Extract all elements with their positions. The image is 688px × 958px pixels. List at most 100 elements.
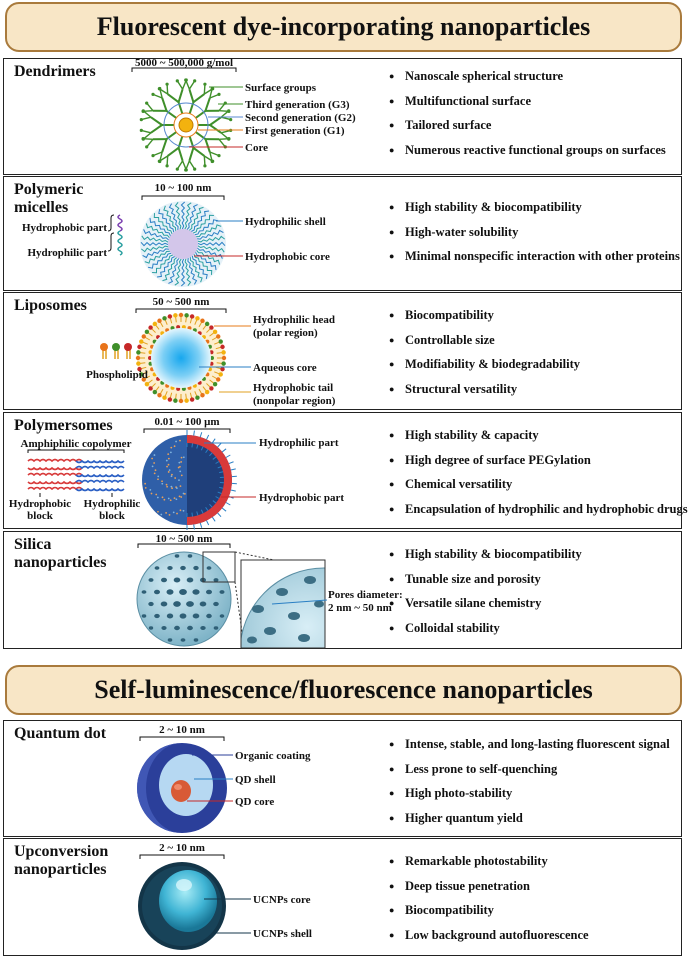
lipid-heads	[135, 312, 227, 404]
bullet: Higher quantum yield	[389, 806, 670, 831]
label-g2: Second generation (G2)	[245, 112, 356, 124]
silica-diagram: 10 ~ 500 nm Pores diameter: 2 nm ~ 50 nm	[136, 533, 403, 649]
bullet: Structural versatility	[389, 377, 580, 402]
title-line: nanoparticles	[14, 554, 107, 571]
bullet-list: High stability & biocompatibility Tunabl…	[389, 542, 582, 641]
panel-liposomes: Liposomes 50 ~ 500 nm Phospholipid	[3, 292, 682, 410]
panel-upconversion-nanoparticles: Upconversion nanoparticles 2 ~ 10 nm UCN…	[3, 838, 682, 956]
bullet: Biocompatibility	[389, 303, 580, 328]
label-copolymer: Amphiphilic copolymer	[21, 438, 132, 450]
title-line: Silica	[14, 536, 52, 553]
bullet: Colloidal stability	[389, 616, 582, 641]
ucnp-core	[159, 870, 217, 932]
size-label: 10 ~ 100 nm	[155, 182, 212, 194]
zoom-detail	[241, 567, 325, 648]
quantum-dot-diagram: 2 ~ 10 nm Organic coating QD shell QD co…	[137, 724, 311, 833]
g1-ring	[173, 112, 199, 138]
size-label: 2 ~ 10 nm	[159, 842, 205, 854]
title-line: micelles	[14, 199, 69, 216]
label-block: block	[99, 510, 126, 522]
silica-sphere	[136, 551, 232, 647]
surface-chains	[186, 430, 237, 530]
size-bracket	[131, 67, 237, 72]
panel-silica-nanoparticles: Silica nanoparticles 10 ~ 500 nm	[3, 531, 682, 649]
label-surface-groups: Surface groups	[245, 82, 317, 94]
label-core: Core	[245, 142, 268, 154]
panel-title: Polymeric micelles	[14, 181, 83, 217]
bullet: Biocompatibility	[389, 898, 589, 923]
pores	[141, 554, 225, 642]
banner-title: Self-luminescence/fluorescence nanoparti…	[94, 675, 593, 704]
label-block: block	[27, 510, 54, 522]
size-label: 10 ~ 500 nm	[156, 533, 213, 545]
bullet: Controllable size	[389, 328, 580, 353]
bullet: Tunable size and porosity	[389, 567, 582, 592]
panel-polymeric-micelles: Polymeric micelles 10 ~ 100 nm Hydrophob…	[3, 176, 682, 291]
bullet: Low background autofluorescence	[389, 923, 589, 948]
label-aqueous-core: Aqueous core	[253, 362, 317, 374]
bullet: Tailored surface	[389, 113, 666, 138]
size-bracket	[141, 195, 225, 200]
section-banner-fluorescent: Fluorescent dye-incorporating nanopartic…	[5, 2, 682, 52]
dendrimer-icon	[139, 78, 233, 172]
dendrimer-core	[178, 117, 194, 133]
bullet-list: Biocompatibility Controllable size Modif…	[389, 303, 580, 402]
label-qd-core: QD core	[235, 796, 274, 808]
section-banner-self-luminescence: Self-luminescence/fluorescence nanoparti…	[5, 665, 682, 715]
panel-title: Liposomes	[14, 297, 87, 314]
bullet: Modifiability & biodegradability	[389, 352, 580, 377]
size-bracket	[139, 736, 225, 741]
bullet: Encapsulation of hydrophilic and hydroph…	[389, 497, 688, 522]
banner-title: Fluorescent dye-incorporating nanopartic…	[96, 12, 591, 41]
panel-dendrimers: Dendrimers 5000 ~ 500,000 g/mol Surface …	[3, 57, 682, 175]
panel-title: Upconversion nanoparticles	[14, 843, 108, 879]
size-label: 2 ~ 10 nm	[159, 724, 205, 736]
bullet: Deep tissue penetration	[389, 874, 589, 899]
label-hydrophobic-core: Hydrophobic core	[245, 251, 330, 263]
bullet: High stability & biocompatibility	[389, 195, 680, 220]
label-g3: Third generation (G3)	[245, 99, 350, 111]
label-ucnp-core: UCNPs core	[253, 894, 311, 906]
label-pores-diameter: Pores diameter:	[328, 589, 403, 601]
label-hydrophobic-tail: Hydrophobic tail	[253, 382, 333, 394]
size-label: 50 ~ 500 nm	[153, 296, 210, 308]
bullet: Versatile silane chemistry	[389, 591, 582, 616]
micelle-core	[168, 229, 198, 259]
label-hydrophilic-part: Hydrophilic part	[259, 437, 339, 449]
label-hydrophobic-part: Hydrophobic part	[22, 222, 107, 234]
label-polar-region: (polar region)	[253, 327, 318, 339]
phospholipid-icon	[100, 343, 132, 359]
bullet-list: Nanoscale spherical structure Multifunct…	[389, 64, 666, 163]
bullet-list: Remarkable photostability Deep tissue pe…	[389, 849, 589, 948]
label-hydrophilic-head: Hydrophilic head	[253, 314, 335, 326]
panel-quantum-dot: Quantum dot 2 ~ 10 nm Organic coating QD…	[3, 720, 682, 837]
zoom-box	[202, 551, 236, 583]
panel-title: Silica nanoparticles	[14, 536, 106, 572]
polymersome-diagram: 0.01 ~ 100 μm Amphiphilic copolymer Hydr…	[9, 416, 344, 530]
bullet: Nanoscale spherical structure	[389, 64, 666, 89]
size-label: 5000 ~ 500,000 g/mol	[135, 57, 233, 69]
title-line: Upconversion	[14, 843, 109, 860]
bullet-list: Intense, stable, and long-lasting fluore…	[389, 732, 670, 831]
label-hydrophilic-part: Hydrophilic part	[27, 247, 107, 259]
bullet: High stability & capacity	[389, 423, 688, 448]
panel-polymersomes: Polymersomes 0.01 ~ 100 μm Amphiphilic c…	[3, 412, 688, 530]
micelle-diagram: 10 ~ 100 nm Hydrophobic part Hydrophilic…	[22, 182, 330, 287]
label-ucnp-shell: UCNPs shell	[253, 928, 312, 940]
g2-ring	[163, 102, 209, 148]
copolymer-icon	[27, 458, 125, 497]
bullet: High-water solubility	[389, 220, 680, 245]
bullet: High photo-stability	[389, 781, 670, 806]
title-line: nanoparticles	[14, 861, 107, 878]
bullet: Remarkable photostability	[389, 849, 589, 874]
size-bracket	[143, 428, 231, 433]
bullet: Multifunctional surface	[389, 89, 666, 114]
label-qd-shell: QD shell	[235, 774, 276, 786]
surface-dots	[144, 439, 186, 516]
liposome-diagram: 50 ~ 500 nm Phospholipid Hydrophi	[86, 296, 336, 407]
title-line: Polymeric	[14, 181, 84, 198]
size-bracket	[139, 854, 225, 859]
bullet: Numerous reactive functional groups on s…	[389, 138, 666, 163]
panel-title: Polymersomes	[14, 417, 113, 434]
bullet: High degree of surface PEGylation	[389, 448, 688, 473]
